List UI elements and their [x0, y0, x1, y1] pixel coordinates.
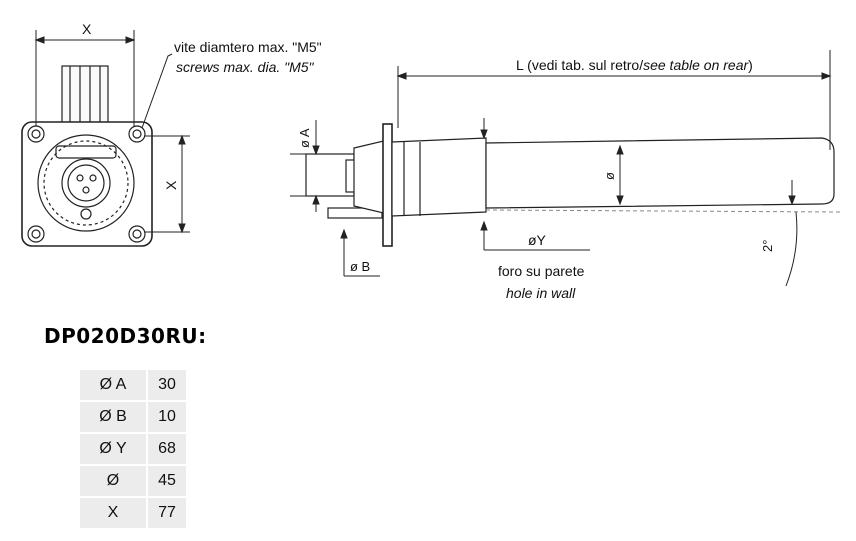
front-view [21, 65, 153, 247]
center-line [485, 209, 841, 213]
central-body [37, 134, 135, 232]
table-row: Ø B 10 [80, 402, 186, 432]
model-code: DP020D30RU: [44, 324, 207, 348]
table-row: Ø A 30 [80, 370, 186, 400]
heating-tube [485, 137, 835, 209]
hole-note-it: foro su parete [498, 263, 585, 279]
technical-drawing: X X vite diamtero max. "M5" screws max. … [21, 21, 841, 301]
dim-dia-b [340, 228, 380, 277]
table-row: X 77 [80, 498, 186, 528]
dim-label: Ø B [80, 402, 146, 432]
dim-dia-tube [616, 144, 624, 206]
dim-angle-label: 2° [760, 240, 775, 252]
table-row: Ø 45 [80, 466, 186, 496]
dim-x-top-label: X [82, 21, 92, 37]
dim-label: Ø [80, 466, 146, 496]
dim-l [396, 50, 832, 150]
dim-value: 45 [148, 466, 186, 496]
connector-housing [61, 65, 109, 127]
screw-leader [141, 53, 173, 129]
screw-note-en: screws max. dia. "M5" [176, 59, 315, 75]
dim-value: 30 [148, 370, 186, 400]
dim-label: Ø A [80, 370, 146, 400]
side-view [305, 123, 835, 247]
dim-dia-a-label: ø A [297, 128, 312, 148]
dim-value: 68 [148, 434, 186, 464]
dim-value: 77 [148, 498, 186, 528]
dim-label: X [80, 498, 146, 528]
dim-dia-a [290, 120, 320, 212]
dim-dia-y [480, 118, 590, 251]
corner-holes [27, 125, 146, 243]
dim-x-side [144, 134, 190, 234]
dim-dia-b-label: ø B [350, 259, 370, 274]
dim-value: 10 [148, 402, 186, 432]
dim-x-top [34, 30, 136, 126]
dim-l-label: L (vedi tab. sul retro/see table on rear… [516, 57, 753, 73]
dim-dia-y-label: øY [528, 232, 547, 248]
dim-label: Ø Y [80, 434, 146, 464]
square-flange [21, 121, 153, 247]
mounting-flange [382, 123, 393, 247]
dim-x-side-label: X [163, 180, 179, 190]
screw-note-it: vite diamtero max. "M5" [174, 39, 322, 55]
dim-angle [785, 180, 798, 287]
dimensions-table: Ø A 30 Ø B 10 Ø Y 68 Ø 45 X 77 [78, 368, 188, 530]
dim-dia-tube-label: ø [602, 172, 617, 180]
table-row: Ø Y 68 [80, 434, 186, 464]
hole-note-en: hole in wall [506, 285, 576, 301]
